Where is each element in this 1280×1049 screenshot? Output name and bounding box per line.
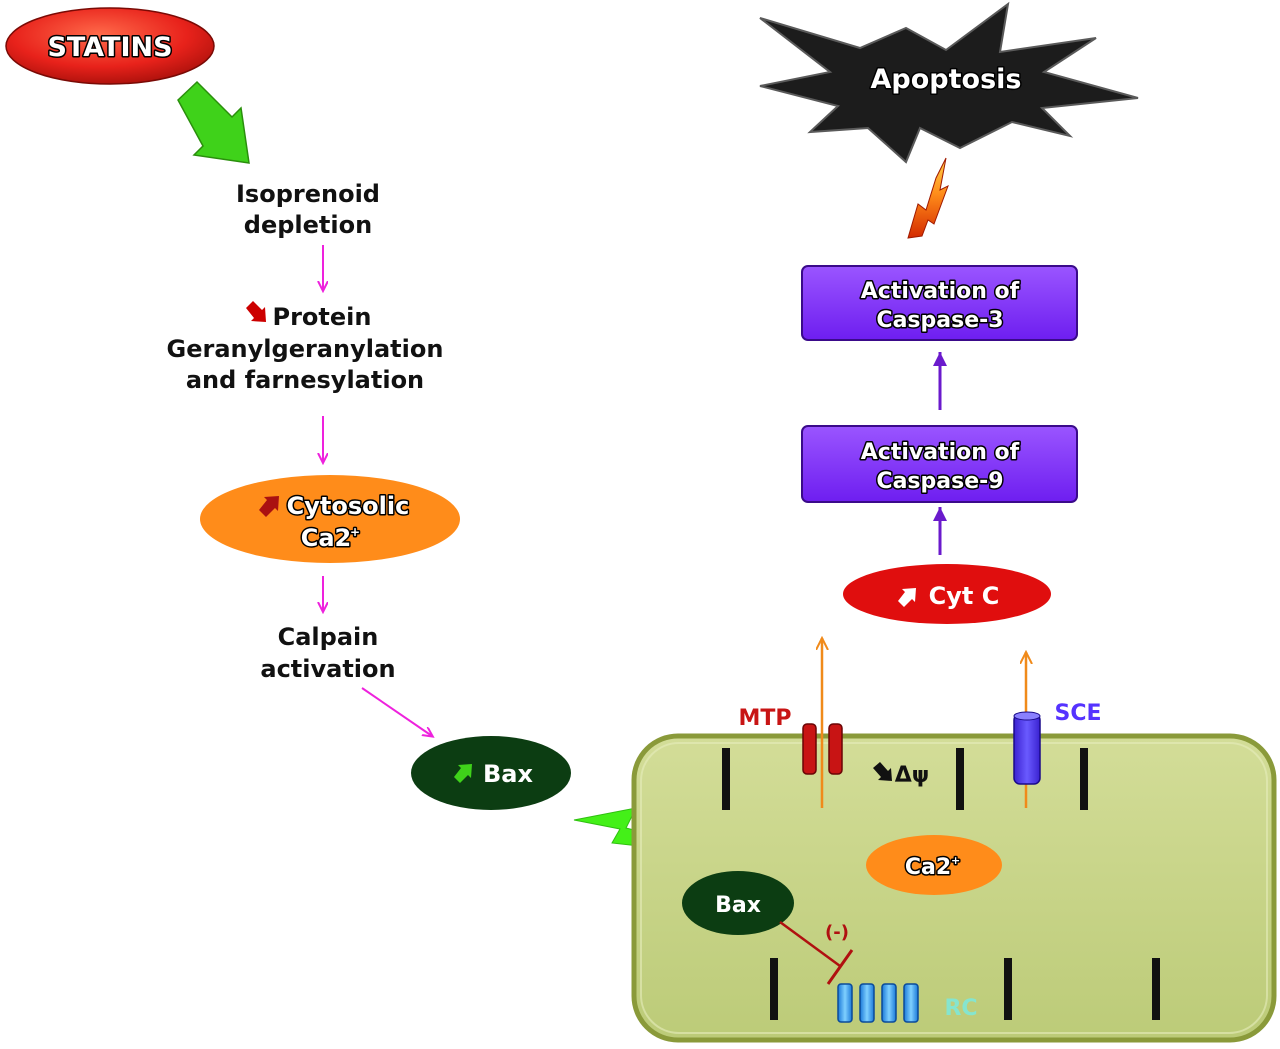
up-arrow-icon	[259, 496, 279, 517]
calpain-line1: Calpain	[278, 623, 379, 651]
isoprenoid-line1: Isoprenoid	[236, 180, 380, 208]
mito-calcium-node: Ca2 +	[866, 835, 1002, 895]
protein-line2: Geranylgeranylation	[167, 335, 444, 363]
protein-prenylation-node: Protein Geranylgeranylation and farnesyl…	[167, 301, 444, 394]
caspase9-line2: Caspase-9	[876, 469, 1003, 494]
isoprenoid-line2: depletion	[244, 211, 372, 239]
cytosolic-line1: Cytosolic	[287, 492, 410, 520]
caspase3-line2: Caspase-3	[876, 308, 1003, 333]
mtp-label: MTP	[738, 706, 791, 731]
caspase9-box: Activation of Caspase-9	[801, 425, 1078, 503]
statins-label: STATINS	[47, 32, 172, 63]
bax-inside-node: Bax	[682, 871, 794, 935]
up-arrow-icon	[898, 588, 916, 607]
apoptosis-burst: Apoptosis	[759, 1, 1139, 164]
flame-bolt-icon	[907, 157, 949, 239]
respiratory-chain: RC	[837, 983, 978, 1023]
calpain-line2: activation	[260, 655, 395, 683]
green-down-arrow	[177, 80, 250, 164]
caspase3-box: Activation of Caspase-3	[801, 265, 1078, 341]
delta-psi-label: Δψ	[895, 763, 930, 788]
protein-line1: Protein	[273, 303, 372, 331]
bax-outside-node: Bax	[411, 736, 571, 810]
cristae	[722, 748, 1160, 1020]
cytosolic-line2: Ca2	[301, 524, 352, 552]
mito-calcium-label: Ca2	[905, 855, 951, 880]
isoprenoid-depletion-node: Isoprenoid depletion	[236, 180, 380, 239]
bax-inside-label: Bax	[715, 893, 761, 918]
caspase9-line1: Activation of	[861, 440, 1020, 465]
cytc-label: Cyt C	[929, 582, 1000, 610]
sce-channel: SCE	[1013, 701, 1102, 785]
down-arrow-icon	[246, 301, 266, 322]
bax-outside-label: Bax	[483, 760, 533, 788]
membrane-potential: Δψ	[873, 762, 929, 788]
inhibit-label: (-)	[825, 922, 849, 943]
caspase3-line1: Activation of	[861, 279, 1020, 304]
calpain-activation-node: Calpain activation	[260, 623, 395, 683]
mito-calcium-superscript: +	[951, 854, 960, 867]
mtp-pore: MTP	[738, 706, 843, 775]
cytosolic-calcium-node: Cytosolic Ca2 +	[200, 475, 460, 563]
apoptosis-label: Apoptosis	[871, 64, 1022, 95]
rc-label: RC	[944, 996, 977, 1021]
cytosolic-superscript: +	[350, 525, 360, 539]
inhibition-line: (-)	[779, 920, 854, 985]
cytochrome-c-node: Cyt C	[843, 564, 1051, 624]
statins-node: STATINS	[5, 7, 215, 85]
down-arrow-icon	[873, 762, 892, 781]
protein-line3: and farnesylation	[186, 366, 424, 394]
up-arrow-icon	[454, 764, 472, 783]
sce-label: SCE	[1054, 701, 1101, 726]
arrow-calpain-to-bax	[361, 687, 432, 736]
